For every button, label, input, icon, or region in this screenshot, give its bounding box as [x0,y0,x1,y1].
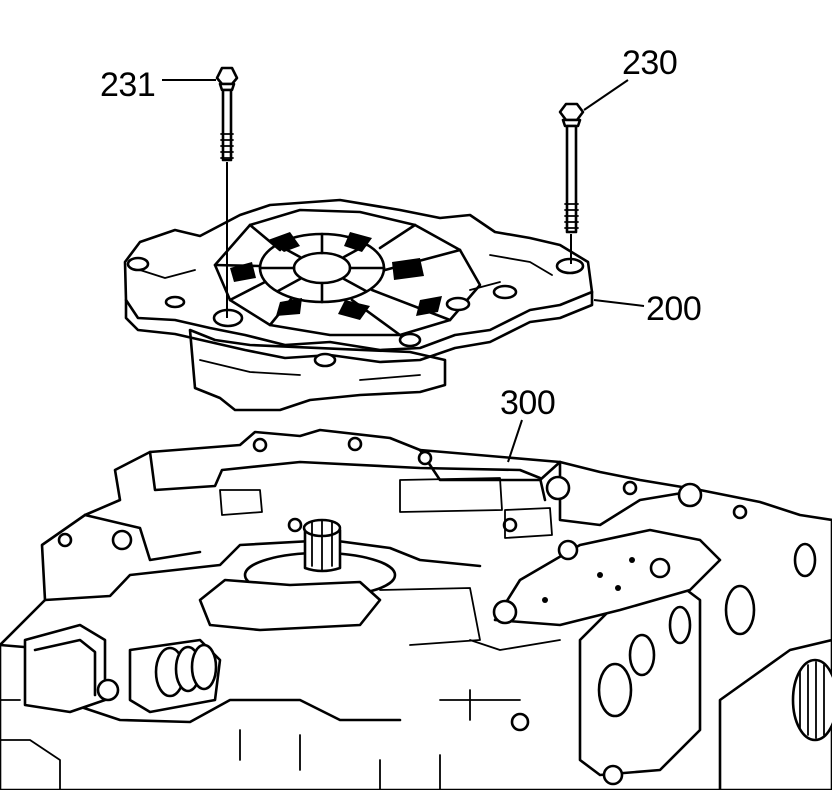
leader-300 [507,419,523,463]
callout-231: 231 [100,66,156,104]
cover-plate [123,198,594,412]
bolt-231 [215,66,239,318]
leader-230 [583,79,629,111]
callout-230: 230 [622,44,678,82]
leader-200 [593,299,645,307]
callout-200: 200 [646,290,702,328]
bolt-230 [558,102,585,264]
valve-body [0,428,832,790]
callout-300: 300 [500,384,556,422]
